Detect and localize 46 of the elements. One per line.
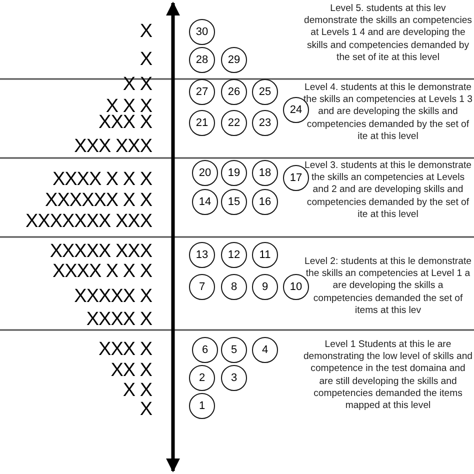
student-marks: XXXXXX X X <box>45 191 152 211</box>
item-circle: 1 <box>189 393 215 419</box>
item-circle: 19 <box>221 160 247 186</box>
item-circle: 2 <box>189 365 215 391</box>
item-circle: 22 <box>221 110 247 136</box>
student-marks: XXX X <box>98 340 152 360</box>
student-marks: XXX X <box>98 113 152 133</box>
student-marks: XXXX X <box>86 310 152 330</box>
item-circle: 30 <box>189 19 215 45</box>
student-marks: X <box>140 22 152 42</box>
item-circle: 26 <box>221 79 247 105</box>
item-circle: 4 <box>252 337 278 363</box>
item-circle: 27 <box>189 79 215 105</box>
student-marks: X X <box>122 75 152 95</box>
item-circle: 20 <box>192 160 218 186</box>
student-marks: XXXX X X X <box>52 170 152 190</box>
item-circle: 5 <box>221 337 247 363</box>
item-circle: 6 <box>192 337 218 363</box>
level-description: Level 1 Students at this le are demonstrating the low level of skills and competence in the test domaina and are still developing the skills and competencies demanded the items mapped at this level <box>303 339 473 412</box>
student-marks: XXXXX XXX <box>50 242 152 262</box>
item-circle: 16 <box>252 189 278 215</box>
item-circle: 11 <box>252 242 278 268</box>
student-marks: X X <box>122 381 152 401</box>
item-circle: 9 <box>252 274 278 300</box>
student-marks: X <box>140 400 152 420</box>
student-marks: XXXX X X X <box>52 262 152 282</box>
item-circle: 13 <box>189 242 215 268</box>
student-marks: XXXXX X <box>74 287 152 307</box>
item-circle: 23 <box>252 110 278 136</box>
level-description: Level 4. students at this le demonstrate the skills an competencies at Levels 1 3 and are developing the skills and competencies demanded by the set of ite at this level <box>303 82 473 144</box>
item-circle: 12 <box>221 242 247 268</box>
item-circle: 15 <box>221 189 247 215</box>
item-circle: 29 <box>221 47 247 73</box>
student-marks: X <box>140 50 152 70</box>
student-marks: XX X <box>110 361 152 381</box>
item-circle: 21 <box>189 110 215 136</box>
item-circle: 18 <box>252 160 278 186</box>
item-circle: 28 <box>189 47 215 73</box>
level-description: Level 5. students at this lev demonstrate the skills an competencies at Levels 1 4 and are developing the skills and competencies demanded by the set of ite at this level <box>303 3 473 64</box>
item-circle: 7 <box>189 274 215 300</box>
item-circle: 25 <box>252 79 278 105</box>
student-marks: XXXXXXX XXX <box>25 212 152 232</box>
item-circle: 3 <box>221 365 247 391</box>
item-circle: 14 <box>192 189 218 215</box>
student-marks: XXX XXX <box>74 137 152 157</box>
item-circle: 8 <box>221 274 247 300</box>
